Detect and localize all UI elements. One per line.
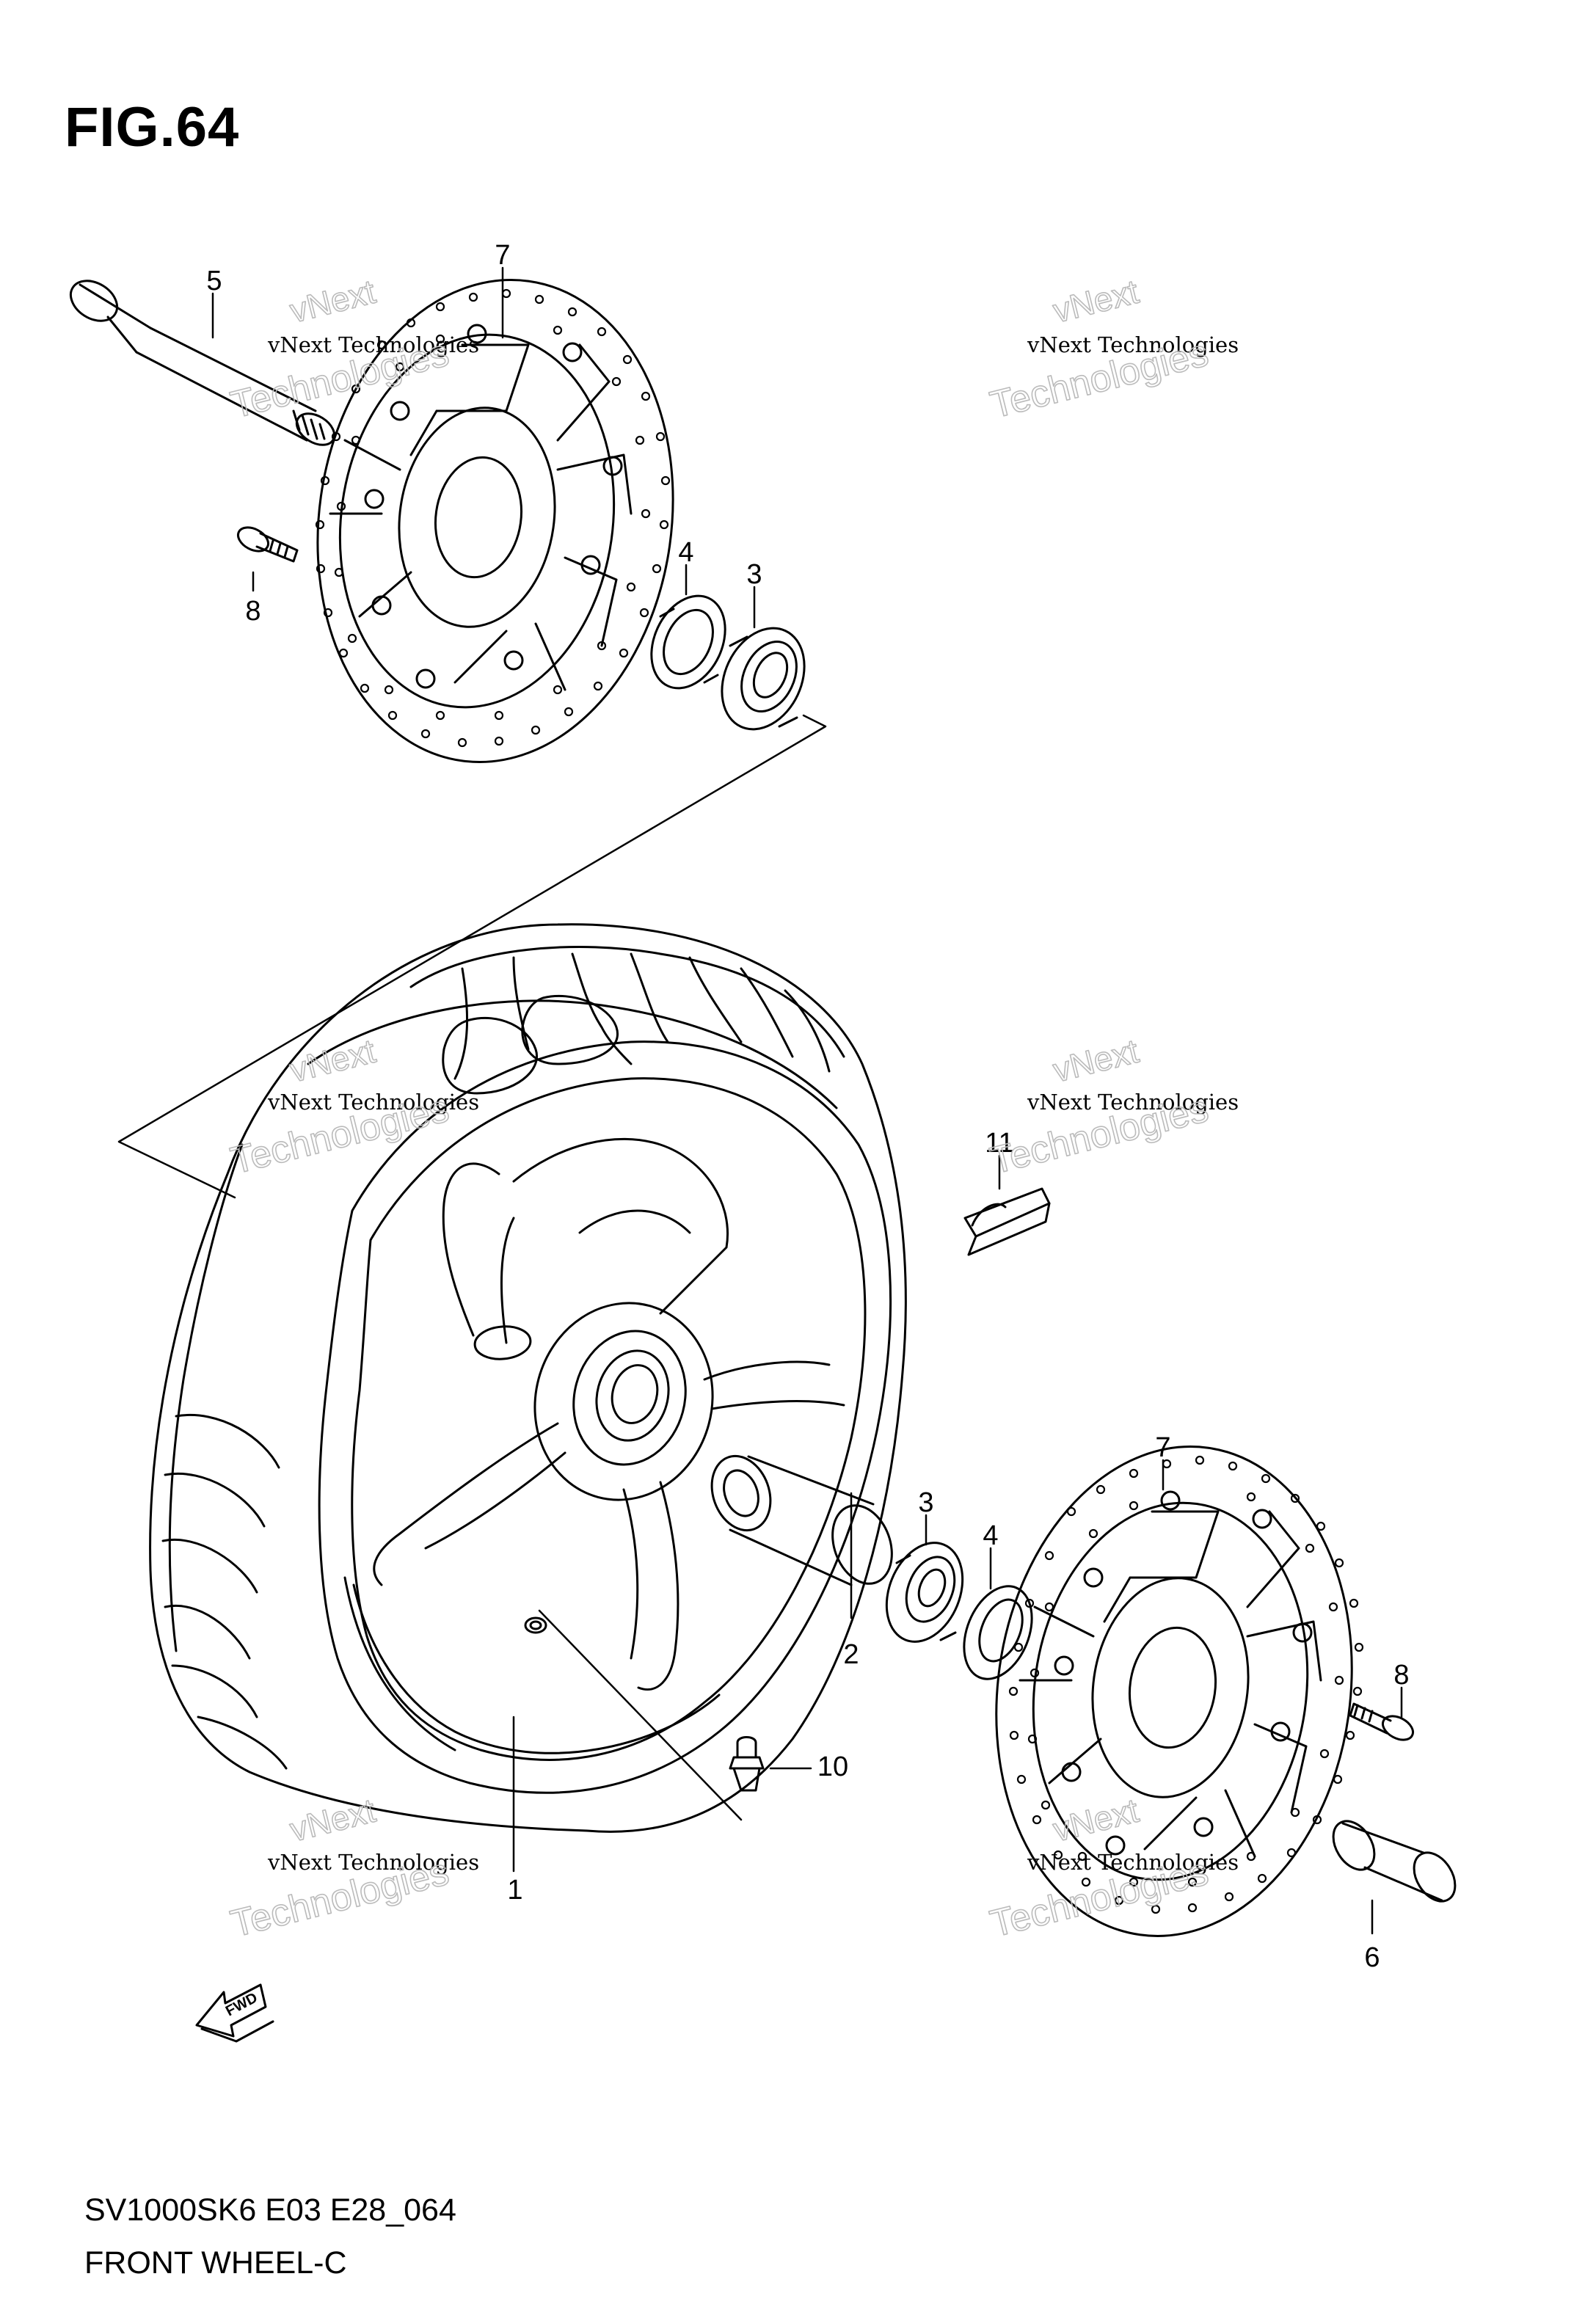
svg-text:vNext Technologies: vNext Technologies bbox=[1027, 1090, 1239, 1115]
bolt-part-8-lower bbox=[1349, 1702, 1415, 1741]
callout-6: 6 bbox=[1364, 1942, 1380, 1973]
callout-numbers: 1 2 3 3 4 4 5 6 7 7 8 8 10 11 bbox=[206, 240, 1409, 1973]
assembly-guide-line bbox=[117, 714, 827, 1199]
callout-3-lower: 3 bbox=[918, 1487, 933, 1518]
svg-text:vNext Technologies: vNext Technologies bbox=[1027, 332, 1239, 357]
oil-seal-part-4-upper bbox=[650, 594, 726, 690]
balance-weight-part-11 bbox=[963, 1187, 1051, 1256]
svg-text:vNext Technologies: vNext Technologies bbox=[1027, 1850, 1239, 1875]
watermark-top-left: vNext vNext Technologies Technologies bbox=[226, 271, 479, 427]
callout-7-upper: 7 bbox=[495, 240, 510, 271]
bolt-part-8-upper bbox=[236, 526, 299, 563]
brake-disc-part-7-lower bbox=[995, 1445, 1364, 1937]
callout-7-lower: 7 bbox=[1155, 1432, 1170, 1463]
watermark-mid-left: vNext vNext Technologies Technologies bbox=[226, 1031, 479, 1183]
fwd-arrow-icon bbox=[195, 1983, 274, 2043]
leader-lines bbox=[211, 266, 1403, 1935]
watermark-mid-right: vNext vNext Technologies Technologies bbox=[985, 1031, 1239, 1183]
model-code: SV1000SK6 E03 E28_064 bbox=[84, 2192, 456, 2228]
bearing-part-3-upper bbox=[721, 627, 806, 731]
figure-title: FIG.64 bbox=[65, 96, 240, 158]
svg-text:vNext: vNext bbox=[286, 1032, 379, 1090]
callout-1: 1 bbox=[507, 1875, 522, 1906]
collar-part-6 bbox=[1332, 1820, 1457, 1903]
svg-text:vNext: vNext bbox=[1049, 272, 1143, 330]
svg-text:vNext: vNext bbox=[1049, 1032, 1143, 1090]
watermark-bottom-right: vNext vNext Technologies Technologies bbox=[985, 1790, 1239, 1946]
axle-part-5 bbox=[69, 280, 336, 446]
valve-part-10 bbox=[729, 1736, 765, 1792]
callout-4-upper: 4 bbox=[678, 537, 693, 568]
callout-11: 11 bbox=[985, 1128, 1013, 1159]
callout-10: 10 bbox=[817, 1751, 848, 1782]
watermark-top-right: vNext vNext Technologies Technologies bbox=[985, 271, 1239, 427]
callout-4-lower: 4 bbox=[983, 1520, 998, 1551]
callout-8-upper: 8 bbox=[245, 596, 260, 627]
brake-disc-part-7-upper bbox=[315, 279, 674, 763]
callout-5: 5 bbox=[206, 266, 222, 296]
watermark-bottom-left: vNext vNext Technologies Technologies bbox=[226, 1790, 479, 1946]
callout-3-upper: 3 bbox=[746, 559, 762, 590]
oil-seal-part-4-lower bbox=[963, 1585, 1033, 1680]
spacer-part-2 bbox=[710, 1454, 893, 1586]
svg-text:vNext Technologies: vNext Technologies bbox=[267, 332, 479, 357]
svg-text:vNext: vNext bbox=[286, 272, 379, 330]
svg-text:vNext Technologies: vNext Technologies bbox=[267, 1090, 479, 1115]
svg-text:vNext Technologies: vNext Technologies bbox=[267, 1850, 479, 1875]
bearing-part-3-lower bbox=[885, 1542, 964, 1643]
svg-text:vNext: vNext bbox=[286, 1791, 379, 1849]
svg-text:vNext: vNext bbox=[1049, 1791, 1143, 1849]
callout-8-lower: 8 bbox=[1393, 1660, 1409, 1691]
callout-2: 2 bbox=[843, 1639, 859, 1670]
assembly-name: FRONT WHEEL-C bbox=[84, 2245, 347, 2281]
wheel-assembly-part-1 bbox=[149, 923, 907, 1833]
